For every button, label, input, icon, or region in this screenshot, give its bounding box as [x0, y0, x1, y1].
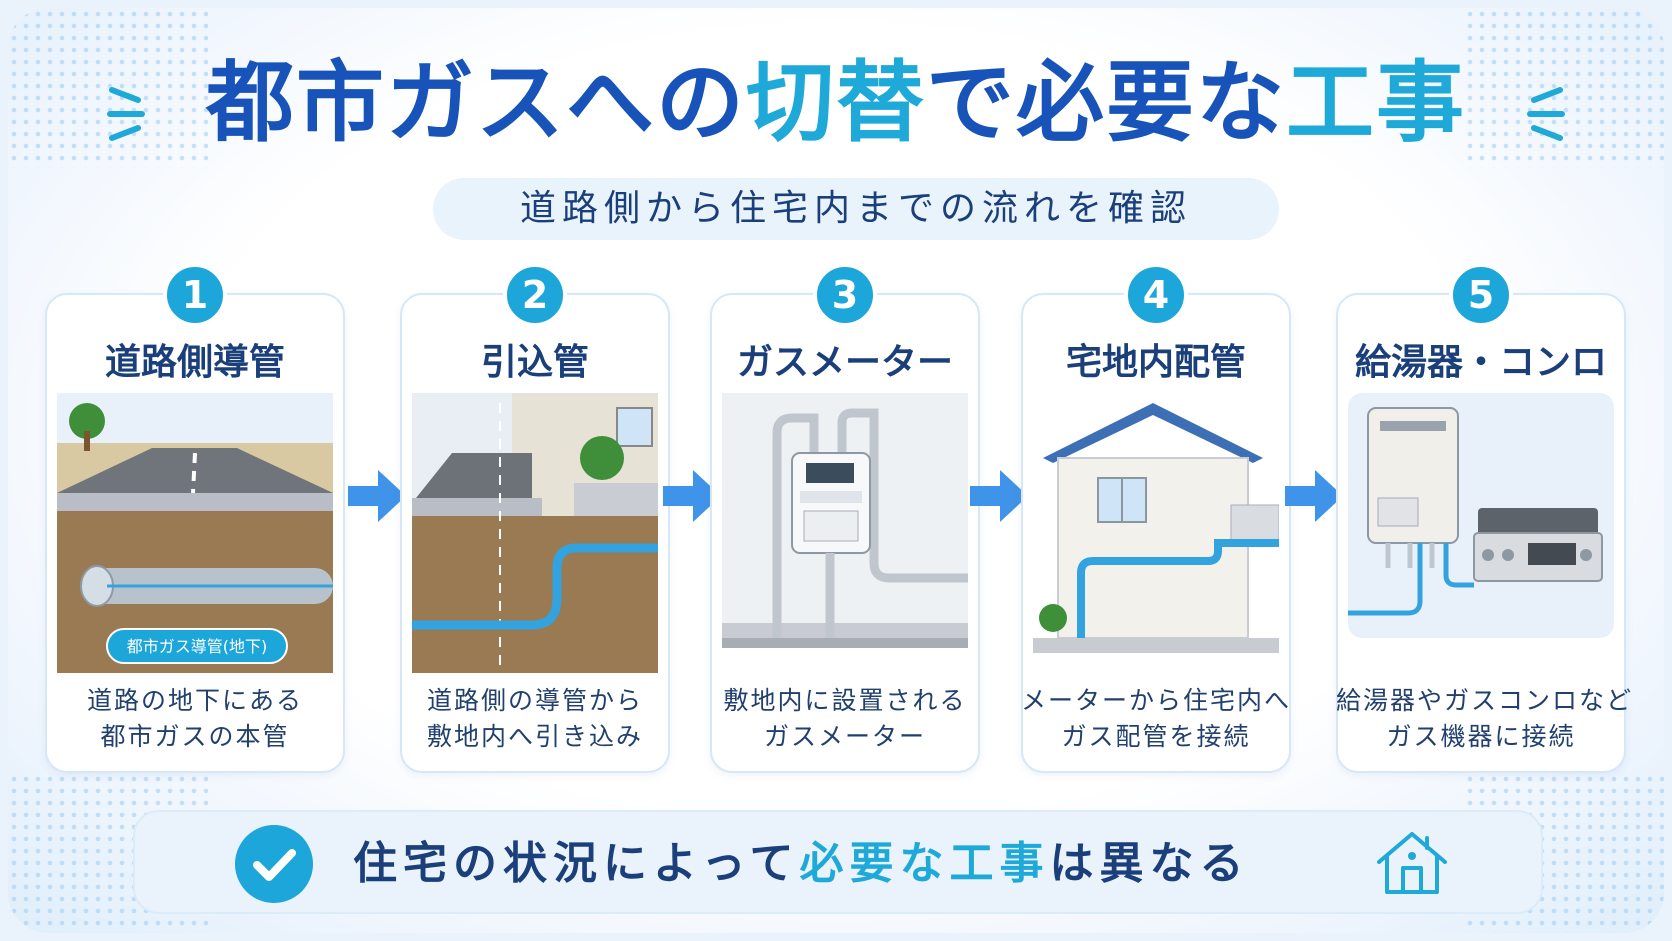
- step-number-badge: 5: [1449, 263, 1513, 327]
- step-description: 道路側の導管から 敷地内へ引き込み: [400, 683, 670, 755]
- sparkle-left-icon: [107, 87, 145, 141]
- desc-line: 道路の地下にある: [86, 686, 303, 715]
- subtitle-pill: 道路側から住宅内までの流れを確認: [433, 178, 1279, 240]
- step-card-3: 3 ガスメーター 敷地内に設置される ガスメーター: [710, 263, 980, 773]
- checkmark-icon: [235, 825, 313, 903]
- conclusion-text: 住宅の状況によって必要な工事は異なる: [353, 812, 1249, 916]
- sparkle-right-icon: [1527, 87, 1565, 141]
- water-heater-stove-illustration: [1348, 393, 1614, 638]
- step-description: 道路の地下にある 都市ガスの本管: [45, 683, 345, 755]
- step-card-4: 4 宅地内配管 メーターから住宅内へ ガス配管を接続: [1021, 263, 1291, 773]
- desc-line: ガスメーター: [763, 722, 926, 751]
- step-title: 道路側導管: [104, 342, 285, 383]
- banner-part: は異なる: [1049, 838, 1250, 889]
- page-title: 都市ガスへの切替で必要な工事: [8, 48, 1664, 158]
- house-icon: [1377, 832, 1447, 894]
- desc-line: 敷地内に設置される: [723, 686, 967, 715]
- desc-line: 道路側の導管から: [426, 686, 643, 715]
- service-pipe-illustration: [412, 393, 658, 673]
- step-title: 給湯器・コンロ: [1354, 342, 1607, 383]
- background-frame: 都市ガスへの切替で必要な工事 道路側から住宅内までの流れを確認 1 道路側導管 …: [8, 8, 1664, 933]
- banner-highlight: 必要な工事: [799, 838, 1050, 889]
- desc-line: ガス配管を接続: [1061, 722, 1251, 751]
- step-number-badge: 3: [813, 263, 877, 327]
- desc-line: 給湯器やガスコンロなど: [1336, 686, 1634, 715]
- road-pipe-illustration: 都市ガス導管(地下): [57, 393, 333, 673]
- step-card-1: 1 道路側導管 都市ガス導管(地下) 道路の地下にある 都市ガスの本管: [45, 263, 345, 773]
- step-title: ガスメーター: [736, 342, 953, 383]
- desc-line: 敷地内へ引き込み: [426, 722, 643, 751]
- title-highlight: 工事: [1286, 51, 1467, 154]
- arrow-right-icon: [348, 470, 406, 522]
- house-piping-illustration: [1033, 403, 1279, 653]
- gas-meter-illustration: [722, 393, 968, 648]
- title-part: で: [925, 51, 1016, 154]
- step-title: 引込管: [480, 342, 589, 383]
- step-number-badge: 1: [163, 263, 227, 327]
- step-card-5: 5 給湯器・コンロ 給湯器やガスコンロなど ガス機器に接続: [1336, 263, 1634, 773]
- desc-line: ガス機器に接続: [1386, 722, 1576, 751]
- title-part: 都市ガスへの: [205, 51, 746, 154]
- step-description: 給湯器やガスコンロなど ガス機器に接続: [1336, 683, 1634, 755]
- step-title: 宅地内配管: [1065, 342, 1246, 383]
- title-highlight: 切替: [745, 51, 926, 154]
- arrow-right-icon: [1285, 470, 1343, 522]
- step-card-2: 2 引込管 道路側の導管から 敷地内へ引き込み: [400, 263, 670, 773]
- decor-dots: [8, 8, 208, 168]
- step-description: 敷地内に設置される ガスメーター: [710, 683, 980, 755]
- pipe-label: 都市ガス導管(地下): [127, 637, 268, 656]
- step-description: メーターから住宅内へ ガス配管を接続: [1021, 683, 1291, 755]
- banner-part: 住宅の状況によって: [353, 838, 800, 889]
- conclusion-banner: 住宅の状況によって必要な工事は異なる: [133, 810, 1543, 914]
- arrow-right-icon: [970, 470, 1028, 522]
- step-number-badge: 2: [503, 263, 567, 327]
- desc-line: 都市ガスの本管: [100, 722, 290, 751]
- title-part: 必要な: [1016, 51, 1287, 154]
- desc-line: メーターから住宅内へ: [1021, 686, 1292, 715]
- step-number-badge: 4: [1124, 263, 1188, 327]
- arrow-right-icon: [663, 470, 721, 522]
- decor-dots: [1464, 8, 1664, 168]
